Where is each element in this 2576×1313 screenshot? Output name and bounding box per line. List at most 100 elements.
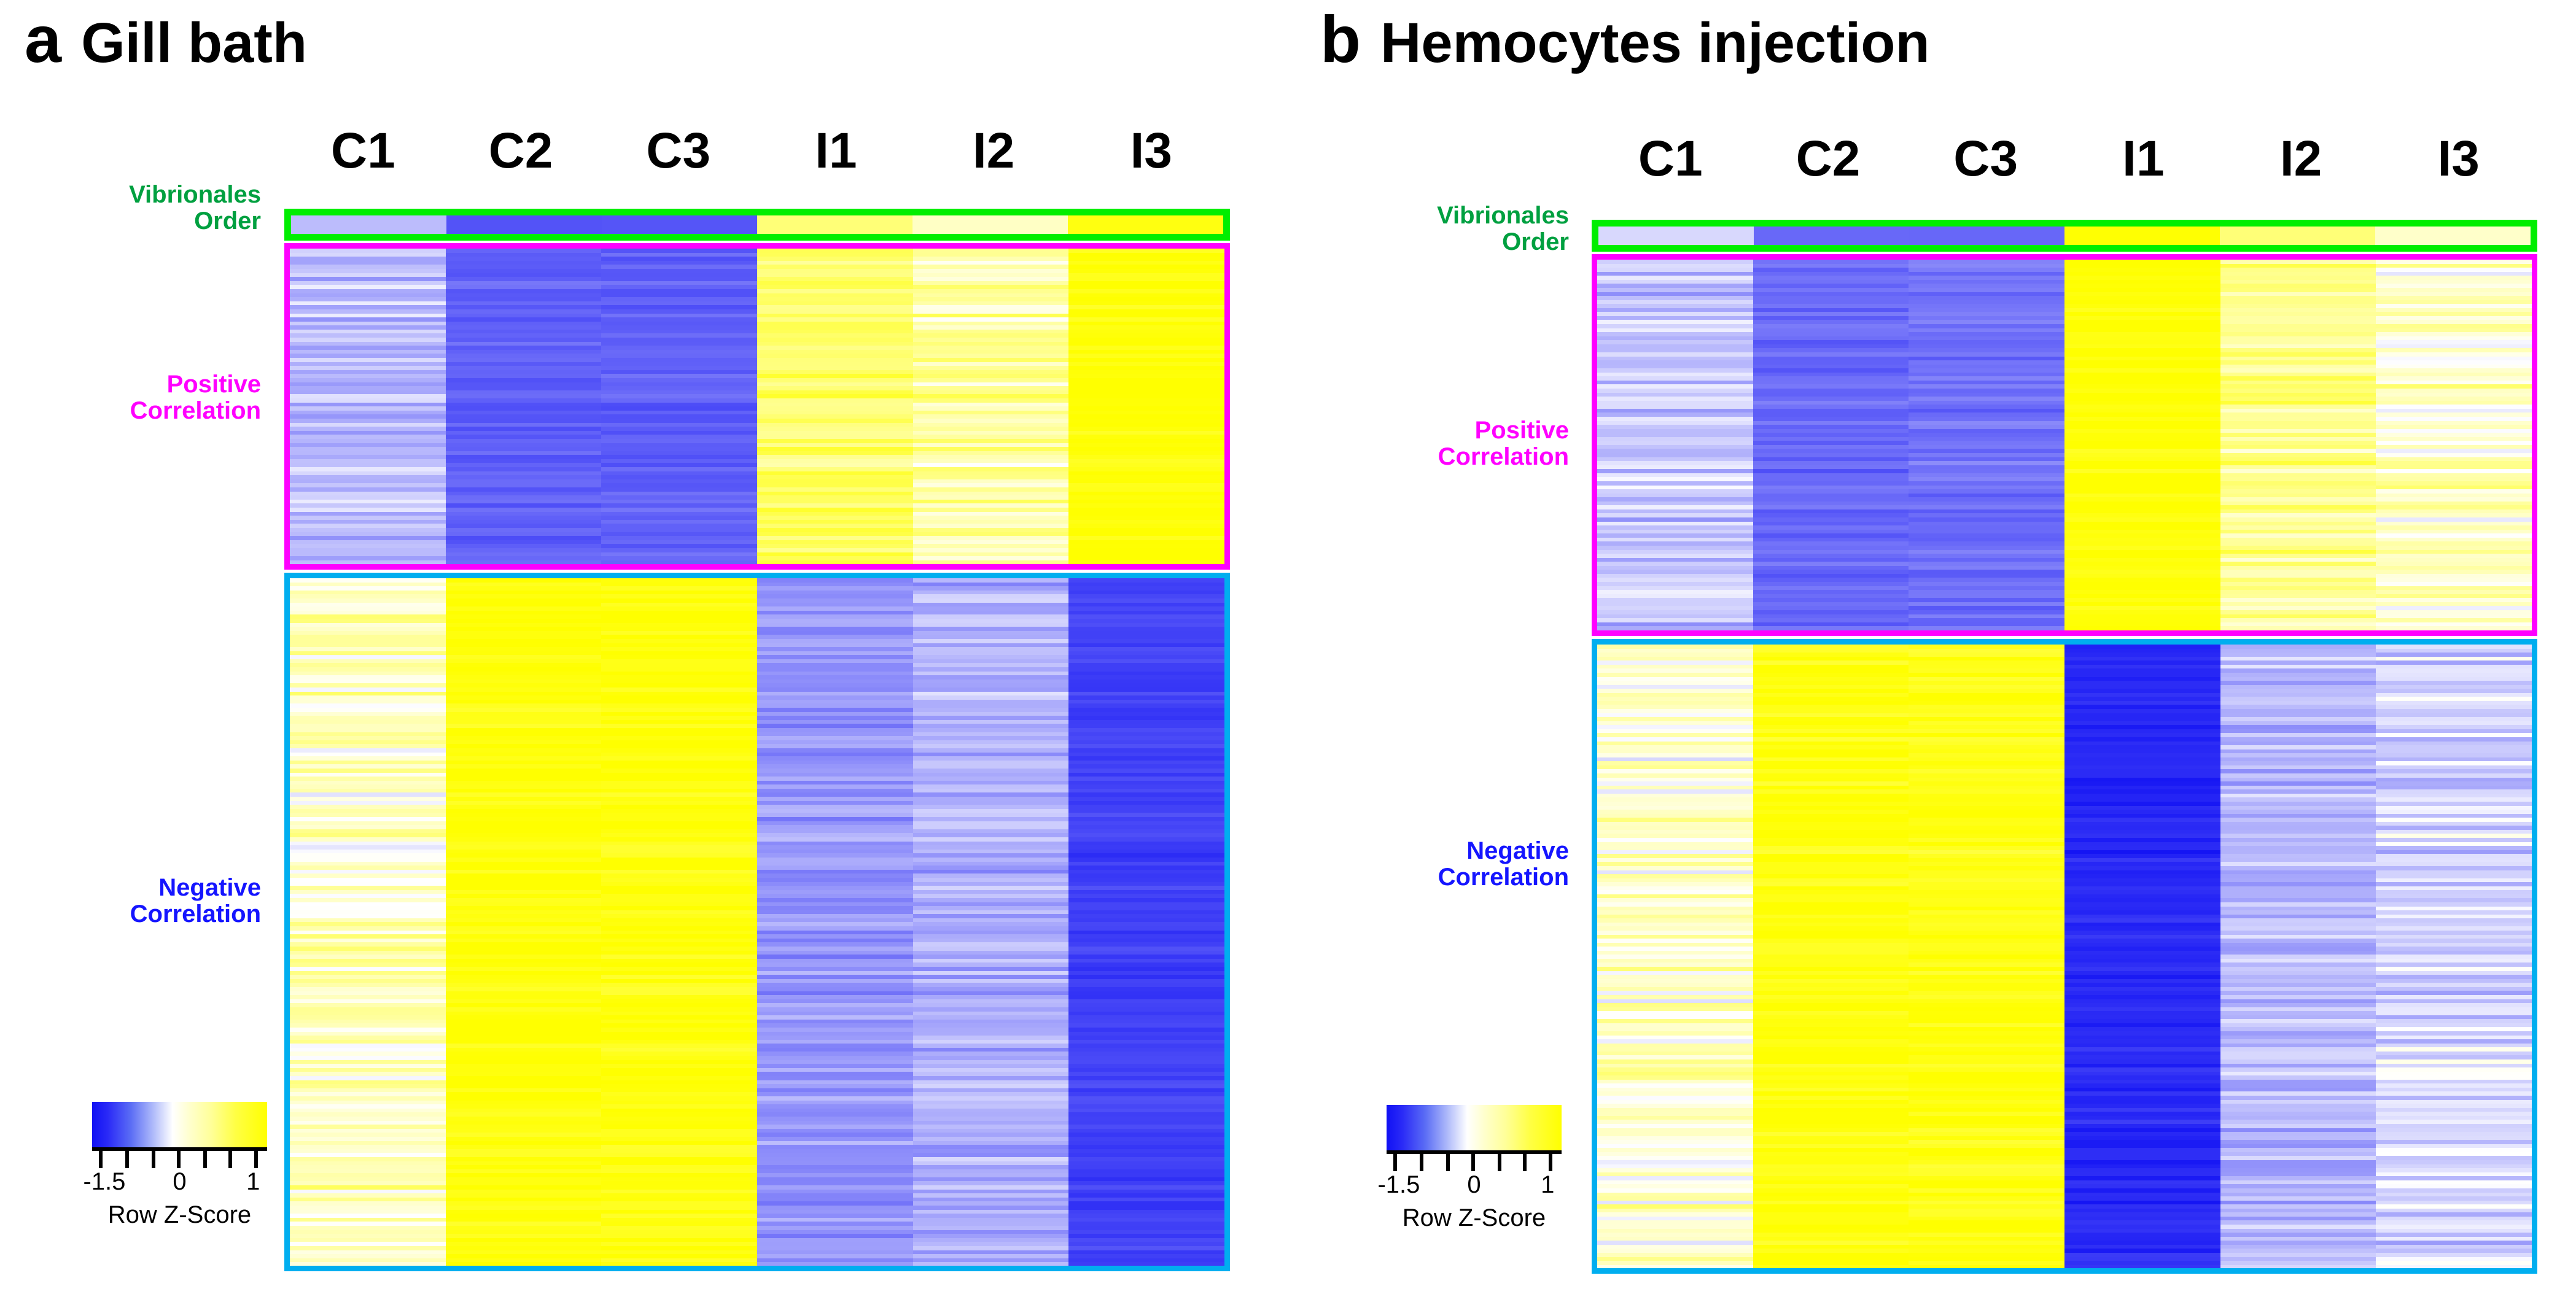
heatmap-cell (757, 386, 913, 390)
heatmap-cell (912, 643, 1069, 648)
heatmap-cell (1597, 709, 1753, 713)
heatmap-cell (2376, 1160, 2532, 1164)
heatmap-cell (290, 459, 446, 463)
heatmap-cell (1753, 983, 1909, 987)
heatmap-cell (1068, 1056, 1224, 1060)
heatmap-cell (601, 1120, 758, 1125)
heatmap-cell (2376, 1063, 2532, 1068)
heatmap-cell (1068, 727, 1224, 732)
heatmap-cell (1753, 1176, 1909, 1180)
heatmap-cell (757, 825, 913, 829)
heatmap-row (1597, 1115, 2532, 1120)
heatmap-cell (290, 711, 446, 716)
heatmap-cell (1909, 296, 2065, 300)
heatmap-row (290, 524, 1224, 528)
heatmap-cell (2376, 340, 2532, 344)
heatmap-cell (290, 1088, 446, 1093)
heatmap-cell (2064, 416, 2220, 421)
heatmap-row (290, 910, 1224, 915)
heatmap-cell (290, 869, 446, 874)
heatmap-row (290, 825, 1224, 829)
heatmap-row (1597, 287, 2532, 292)
heatmap-cell (1068, 430, 1224, 435)
heatmap-cell (912, 346, 1069, 350)
heatmap-cell (2220, 745, 2376, 749)
heatmap-cell (1597, 862, 1753, 866)
heatmap-cell (1068, 918, 1224, 923)
heatmap-cell (2220, 761, 2376, 765)
heatmap-row (1597, 842, 2532, 846)
column-header-c1: C1 (1638, 131, 1703, 187)
heatmap-cell (2220, 922, 2376, 927)
heatmap-cell (445, 598, 602, 603)
heatmap-cell (912, 297, 1069, 301)
heatmap-cell (912, 679, 1069, 684)
heatmap-cell (290, 491, 446, 496)
heatmap-cell (1597, 348, 1753, 352)
heatmap-cell (1909, 1120, 2065, 1124)
colorbar-tick-label-mid-a: 0 (173, 1168, 187, 1195)
heatmap-cell (1909, 271, 2065, 276)
heatmap-cell (2064, 1172, 2220, 1177)
heatmap-cell (912, 341, 1069, 346)
heatmap-cell (2376, 1132, 2532, 1136)
heatmap-row (290, 1181, 1224, 1186)
heatmap-cell (1068, 647, 1224, 651)
heatmap-cell (2376, 994, 2532, 999)
heatmap-row (290, 699, 1224, 704)
heatmap-cell (2064, 700, 2220, 705)
heatmap-row (1597, 397, 2532, 401)
heatmap-cell (1753, 420, 1909, 425)
heatmap-cell (1753, 602, 1909, 606)
heatmap-cell (290, 598, 446, 603)
heatmap-cell (1909, 336, 2065, 341)
heatmap-cell (290, 699, 446, 704)
heatmap-cell (2376, 493, 2532, 498)
heatmap-row (1597, 1168, 2532, 1172)
heatmap-cell (2220, 842, 2376, 846)
heatmap-cell (1909, 545, 2065, 550)
heatmap-cell (1909, 227, 2064, 245)
heatmap-cell (1753, 1192, 1909, 1197)
heatmap-row (1597, 1160, 2532, 1164)
heatmap-cell (2064, 316, 2220, 320)
heatmap-cell (1068, 663, 1224, 668)
heatmap-cell (757, 1116, 913, 1121)
heatmap-cell (2376, 389, 2532, 393)
heatmap-cell (290, 508, 446, 512)
heatmap-cell (1909, 773, 2065, 778)
heatmap-cell (2376, 692, 2532, 697)
heatmap-row (1597, 653, 2532, 657)
heatmap-cell (601, 499, 758, 504)
heatmap-cell (757, 849, 913, 854)
heatmap-cell (912, 1245, 1069, 1250)
heatmap-cell (445, 638, 602, 643)
heatmap-cell (290, 1226, 446, 1230)
heatmap-cell (2220, 1104, 2376, 1108)
heatmap-cell (1068, 618, 1224, 623)
heatmap-cell (1068, 768, 1224, 773)
heatmap-row (1597, 1156, 2532, 1160)
heatmap-cell (2220, 344, 2376, 349)
heatmap-cell (912, 886, 1069, 890)
heatmap-cell (1909, 260, 2065, 264)
heatmap-cell (1068, 708, 1224, 712)
heatmap-cell (290, 805, 446, 809)
heatmap-cell (2064, 578, 2220, 582)
heatmap-cell (2376, 761, 2532, 765)
heatmap-cell (1753, 300, 1909, 304)
heatmap-cell (445, 841, 602, 846)
heatmap-cell (445, 671, 602, 676)
heatmap-cell (2064, 653, 2220, 657)
heatmap-cell (601, 370, 758, 374)
heatmap-cell (1753, 400, 1909, 405)
heatmap-cell (445, 552, 602, 557)
heatmap-cell (601, 897, 758, 902)
heatmap-cell (912, 483, 1069, 488)
heatmap-cell (912, 1128, 1069, 1133)
heatmap-row (1597, 1123, 2532, 1128)
heatmap-cell (1909, 356, 2065, 361)
heatmap-cell (1909, 304, 2065, 308)
heatmap-cell (1753, 1249, 1909, 1253)
heatmap-cell (912, 1056, 1069, 1060)
